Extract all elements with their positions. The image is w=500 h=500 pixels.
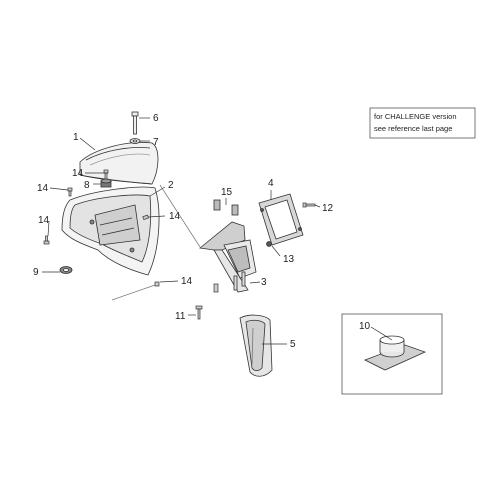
callout-14-e: 14 xyxy=(181,276,193,287)
screw-part-14-bottom xyxy=(154,281,160,287)
seat-cowl-part xyxy=(79,142,159,185)
screw-part-14-upper-left xyxy=(67,187,73,197)
screw-part-14-right xyxy=(142,214,149,221)
screw-part-14-left xyxy=(43,235,50,245)
callout-14-d: 14 xyxy=(169,211,181,222)
callout-14-c: 14 xyxy=(38,215,50,226)
callout-9: 9 xyxy=(33,267,39,278)
callout-5: 5 xyxy=(290,339,296,350)
callout-3: 3 xyxy=(261,277,267,288)
callout-10: 10 xyxy=(359,321,371,332)
callout-14-a: 14 xyxy=(72,168,84,179)
plate-holder-part xyxy=(258,193,304,246)
license-bracket-part xyxy=(199,199,257,293)
mudguard-part xyxy=(239,314,273,377)
nut-part-13 xyxy=(266,241,272,247)
callout-11: 11 xyxy=(175,311,186,322)
callout-4: 4 xyxy=(268,178,274,189)
grommet-part-9 xyxy=(59,266,73,274)
note-box xyxy=(369,107,476,139)
screw-part-6 xyxy=(131,111,139,135)
callout-numbers: 1 2 3 4 5 6 7 8 9 10 11 12 13 14 14 14 1… xyxy=(33,113,371,350)
callout-13: 13 xyxy=(283,254,295,265)
note-line-1: for CHALLENGE version xyxy=(374,112,457,121)
callout-6: 6 xyxy=(153,113,159,124)
note-line-2: see reference last page xyxy=(374,124,453,133)
screw-part-11-upper xyxy=(213,283,219,293)
adapter-part-10 xyxy=(364,335,427,371)
leader-lines xyxy=(42,117,393,345)
callout-7: 7 xyxy=(153,137,159,148)
callout-12: 12 xyxy=(322,203,334,214)
callout-2: 2 xyxy=(168,180,174,191)
inset-box xyxy=(341,313,443,395)
washer-part-7 xyxy=(129,138,141,144)
callout-14-b: 14 xyxy=(37,183,49,194)
rear-fairing-part xyxy=(61,186,160,276)
screw-part-12 xyxy=(302,202,316,208)
rubber-part-8 xyxy=(100,178,112,188)
screw-part-11 xyxy=(195,305,203,320)
callout-8: 8 xyxy=(84,180,90,191)
callout-15: 15 xyxy=(221,187,233,198)
callout-1: 1 xyxy=(73,132,79,143)
